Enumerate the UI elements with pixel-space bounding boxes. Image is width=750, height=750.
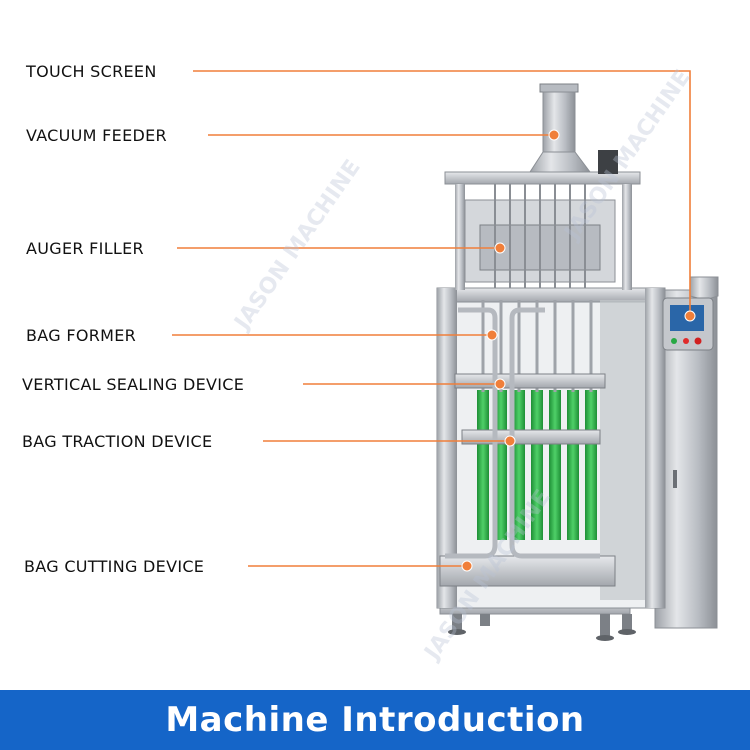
label-auger-filler: AUGER FILLER	[26, 239, 144, 258]
label-touch-screen: TOUCH SCREEN	[26, 62, 157, 81]
vacuum-feeder-column	[529, 83, 591, 173]
label-vertical-sealing-device: VERTICAL SEALING DEVICE	[22, 375, 245, 394]
label-vacuum-feeder: VACUUM FEEDER	[26, 126, 167, 145]
marker-vertical-sealing-device	[494, 378, 506, 390]
marker-bag-former	[486, 329, 498, 341]
marker-bag-traction-device	[504, 435, 516, 447]
marker-auger-filler	[494, 242, 506, 254]
label-bag-traction-device: BAG TRACTION DEVICE	[22, 432, 213, 451]
leader-line-touch-screen	[193, 70, 691, 316]
label-bag-former: BAG FORMER	[26, 326, 137, 345]
control-cabinet-handle	[673, 470, 677, 488]
marker-touch-screen	[684, 310, 696, 322]
marker-bag-cutting-device	[461, 560, 473, 572]
guard-rails	[445, 307, 600, 559]
auger-filler-assembly	[444, 150, 641, 290]
vertical-sealing-bar	[454, 373, 606, 389]
traction-roller-bar	[461, 429, 601, 445]
bag-film-lanes	[477, 390, 597, 540]
marker-vacuum-feeder	[548, 129, 560, 141]
title-banner: Machine Introduction	[0, 690, 750, 750]
label-bag-cutting-device: BAG CUTTING DEVICE	[24, 557, 205, 576]
banner-title: Machine Introduction	[165, 700, 585, 740]
